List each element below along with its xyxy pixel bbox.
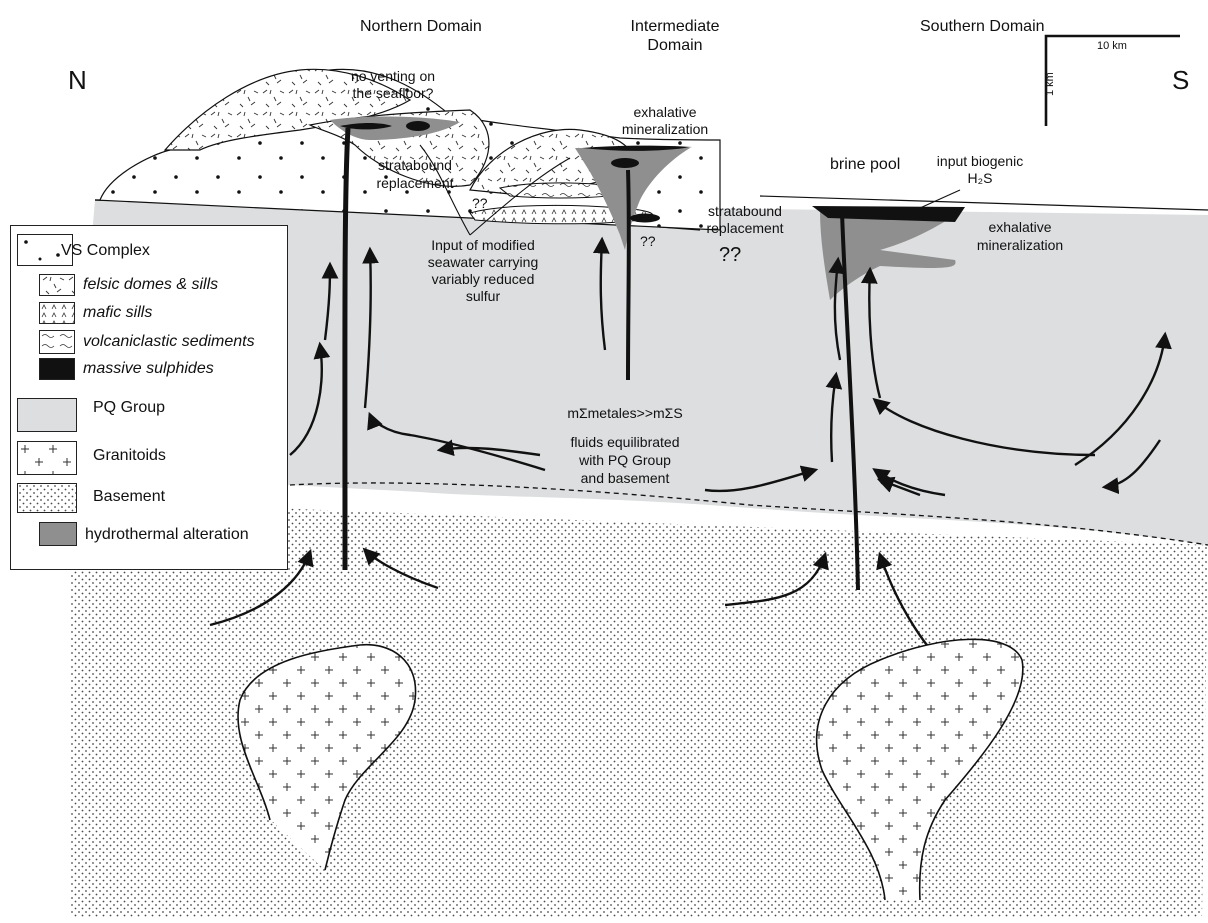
legend-label-vs-complex: VS Complex [61,242,150,260]
southern-domain-title: Southern Domain [920,18,1045,37]
input-biogenic-label-1: input biogenic [925,153,1035,170]
sulphide-intermediate [611,158,639,168]
stratabound-left-label-1: stratabound [360,157,470,174]
north-label: N [68,65,87,96]
input-seawater-label-2: seawater carrying [408,254,558,271]
legend-label-felsic: felsic domes & sills [83,276,218,294]
legend-swatch-felsic [39,274,75,296]
input-seawater-label-3: variably reduced [408,271,558,288]
question-marks-2: ?? [640,233,656,250]
legend-label-basement: Basement [93,488,165,506]
stratabound-left-label-2: replacement [360,175,470,192]
intermediate-domain-title-1: Intermediate [610,18,740,37]
input-seawater-label-1: Input of modified [408,237,558,254]
exhalative-right-label-2: mineralization [960,237,1080,254]
sulphide-stratabound-mid [630,214,660,223]
legend-swatch-mafic [39,302,75,324]
fluids-label-1: fluids equilibrated [545,434,705,451]
sulphide-north-2 [406,121,430,131]
exhalative-top-label-1: exhalative [595,104,735,121]
legend-swatch-granitoids [17,441,77,475]
metales-label: mΣmetales>>mΣS [545,405,705,422]
no-venting-label-2: the seafloor? [318,85,468,102]
stratabound-mid-label-2: replacement [690,220,800,237]
fluids-label-3: and basement [545,470,705,487]
northern-domain-title: Northern Domain [360,18,482,37]
legend-label-massive: massive sulphides [83,360,214,378]
scale-vertical-label: 1 km [1044,72,1057,96]
stratabound-mid-label-1: stratabound [690,203,800,220]
legend-label-mafic: mafic sills [83,304,152,322]
input-biogenic-label-2: H₂S [925,170,1035,187]
question-marks-1: ?? [472,195,488,212]
legend-label-pq-group: PQ Group [93,399,165,417]
legend-swatch-hydrothermal [39,522,77,546]
intermediate-domain-title-2: Domain [610,37,740,56]
exhalative-right-label-1: exhalative [960,219,1080,236]
no-venting-label-1: no venting on [318,68,468,85]
legend-label-volcaniclastic: volcaniclastic sediments [83,333,255,351]
legend-swatch-basement [17,483,77,513]
scale-horizontal-label: 10 km [1097,40,1127,53]
legend-box: VS Complex felsic domes & sills mafic si… [10,225,288,570]
question-marks-large: ?? [719,244,741,268]
south-label: S [1172,65,1189,96]
feeder-intermediate [628,170,629,380]
legend-label-granitoids: Granitoids [93,447,166,465]
legend-label-hydrothermal: hydrothermal alteration [85,526,249,544]
legend-swatch-volcaniclastic [39,330,75,354]
legend-swatch-massive [39,358,75,380]
fluids-label-2: with PQ Group [545,452,705,469]
brine-pool-label: brine pool [830,156,900,175]
exhalative-top-label-2: mineralization [595,121,735,138]
input-seawater-label-4: sulfur [408,288,558,305]
legend-swatch-pq-group [17,398,77,432]
